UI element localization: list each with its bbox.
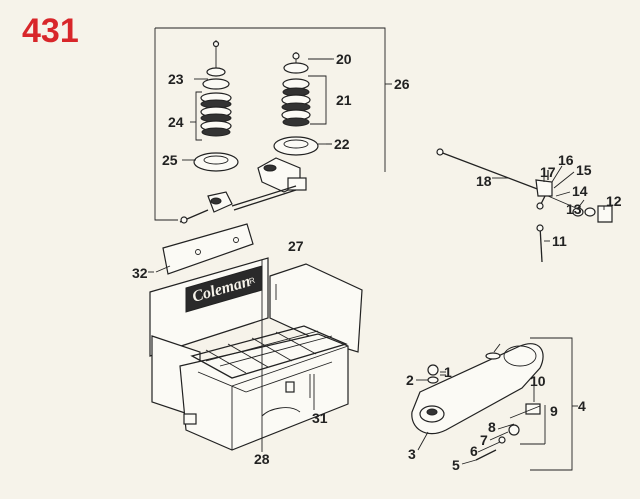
callout-8: 8 <box>488 419 496 435</box>
callout-20: 20 <box>336 51 352 67</box>
callout-26: 26 <box>394 76 410 92</box>
page-number: 431 <box>22 12 79 50</box>
callout-25: 25 <box>162 152 178 168</box>
callout-labels: 23 24 25 20 21 22 26 27 32 31 28 18 17 1… <box>132 51 622 473</box>
callout-23: 23 <box>168 71 184 87</box>
callout-11: 11 <box>552 233 567 249</box>
callout-27: 27 <box>288 238 304 254</box>
callout-31: 31 <box>312 410 328 426</box>
left-windscreen-panel <box>162 223 254 275</box>
callout-12: 12 <box>606 193 622 209</box>
fuel-tank-assembly <box>411 337 578 471</box>
label-dashes <box>148 58 334 273</box>
generator-assembly <box>436 148 613 263</box>
left-burner-stack <box>193 40 239 172</box>
callout-5: 5 <box>452 457 460 473</box>
callout-14: 14 <box>572 183 588 199</box>
callout-7: 7 <box>480 432 488 448</box>
callout-1: 1 <box>444 364 452 380</box>
callout-13: 13 <box>566 201 582 217</box>
callout-18: 18 <box>476 173 492 189</box>
callout-4: 4 <box>578 398 586 414</box>
stove-case: Coleman R <box>149 257 363 451</box>
callout-22: 22 <box>334 136 350 152</box>
callout-32: 32 <box>132 265 148 281</box>
callout-10: 10 <box>530 373 546 389</box>
callout-24: 24 <box>168 114 184 130</box>
callout-3: 3 <box>408 446 416 462</box>
callout-16: 16 <box>558 152 574 168</box>
callout-6: 6 <box>470 443 478 459</box>
callout-28: 28 <box>254 451 270 467</box>
callout-2: 2 <box>406 372 414 388</box>
callout-17: 17 <box>540 164 556 180</box>
callout-15: 15 <box>576 162 592 178</box>
registered-mark: R <box>248 276 256 286</box>
callout-21: 21 <box>336 92 352 108</box>
cooking-grate <box>190 325 348 393</box>
manifold-valve <box>179 157 307 224</box>
right-burner-stack <box>273 52 319 156</box>
callout-9: 9 <box>550 403 558 419</box>
burner-assembly-bracket <box>154 27 392 221</box>
